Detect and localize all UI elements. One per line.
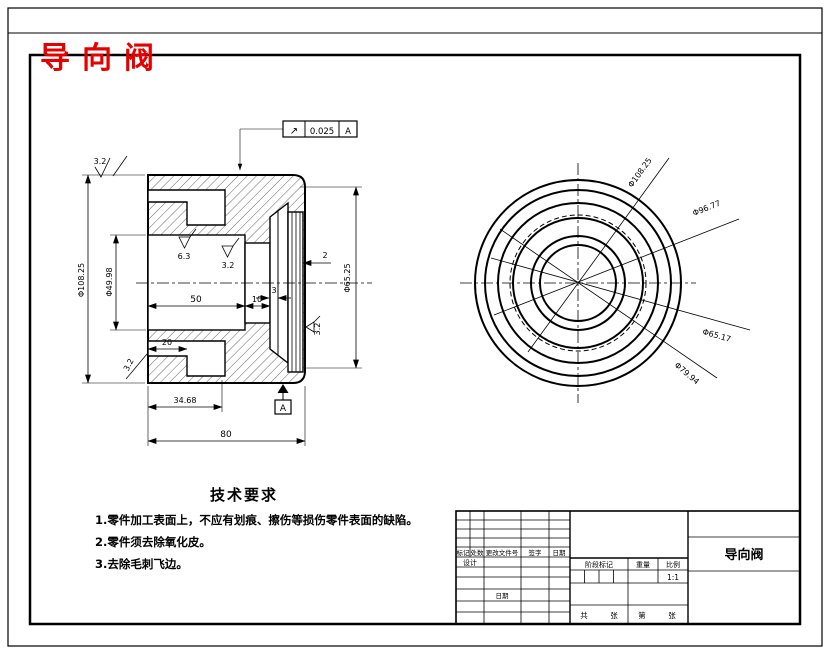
- roughness-slash-icon: [112, 155, 128, 177]
- leader-d1: [527, 157, 670, 353]
- roughness-tail-icon: [189, 228, 197, 238]
- roughness-triangle-icon: [221, 245, 234, 258]
- dim-bore-dia: Φ49.98: [105, 267, 114, 296]
- roughness-triangle-icon: [178, 236, 191, 249]
- outer-border: [7, 7, 823, 647]
- circle-dia-label-2: Φ96.77: [691, 199, 721, 218]
- roughness-check-icon: [94, 157, 111, 178]
- datum-box: [274, 399, 292, 415]
- plate-region: [287, 211, 304, 373]
- section-view: Φ108.25 Φ49.98 Φ65.25 50 10 3 2 20 34.68…: [77, 120, 372, 446]
- roughness-tail-icon: [232, 237, 240, 247]
- roughness-right-face: 3.2: [305, 315, 322, 336]
- scale-value: 1:1: [667, 573, 679, 582]
- circular-view: Φ108.25 Φ96.77 Φ65.17 Φ79.94: [460, 156, 751, 403]
- inner-frame: [28, 53, 802, 626]
- col-date-label: 日期: [553, 549, 567, 557]
- dimension-labels: Φ108.25 Φ49.98 Φ65.25 50 10 3 2 20 34.68…: [77, 251, 352, 440]
- roughness-marks: 3.2 6.3 3.2 3.2 3.2: [94, 155, 322, 380]
- tolerance-frame: ↗ 0.025 A: [237, 120, 358, 171]
- leader-d2: [493, 218, 740, 316]
- dim-50: 50: [190, 295, 202, 305]
- dim-20: 20: [162, 338, 172, 347]
- col-signature-label: 签字: [529, 548, 543, 557]
- roughness-value: 3.2: [313, 323, 322, 336]
- title-block: 标记 处数 更改文件号 签字 日期 设计 日期 阶段标记 重量 比例 1:1 共…: [455, 510, 801, 625]
- dimension-lines: [85, 174, 359, 444]
- part-name: 导向阀: [724, 547, 763, 563]
- roughness-value: 3.2: [222, 261, 235, 270]
- roughness-top-left: 3.2: [94, 155, 128, 178]
- tech-requirement-item-1: 1.零件加工表面上，不应有划痕、擦伤等损伤零件表面的缺陷。: [95, 513, 418, 527]
- runout-symbol-icon: ↗: [290, 126, 298, 137]
- tech-requirement-item-2: 2.零件须去除氧化皮。: [95, 535, 211, 549]
- weight-label: 重量: [636, 561, 650, 569]
- dim-right-dia: Φ65.25: [343, 263, 352, 292]
- roughness-value: 6.3: [178, 252, 191, 261]
- date-label: 日期: [496, 592, 510, 600]
- sheet-unit-a-label: 张: [610, 611, 618, 620]
- tech-requirements: 技术要求 1.零件加工表面上，不应有划痕、擦伤等损伤零件表面的缺陷。 2.零件须…: [95, 486, 418, 571]
- roughness-bore-step: 3.2: [221, 237, 240, 270]
- center-bore-cutout: [147, 234, 246, 331]
- dim-10: 10: [252, 295, 262, 304]
- tech-requirement-item-3: 3.去除毛刺飞边。: [95, 557, 188, 571]
- roughness-slash-icon: [125, 353, 148, 380]
- datum-triangle-icon: [277, 384, 289, 393]
- datum-label: A: [280, 404, 287, 414]
- dim-3: 3: [271, 286, 276, 295]
- dim-80: 80: [220, 430, 232, 440]
- roughness-triangle-icon: [305, 321, 315, 333]
- sheet-no-label: 第: [638, 610, 646, 620]
- dim-34-68: 34.68: [174, 396, 197, 405]
- upper-slot-cutout: [147, 189, 226, 226]
- col-mark-label: 标记: [457, 548, 471, 557]
- dim-2: 2: [322, 251, 327, 260]
- sheet-unit-b-label: 张: [668, 611, 676, 620]
- circle-dia-label-3: Φ65.17: [701, 327, 732, 344]
- roughness-tail-icon: [313, 315, 321, 323]
- col-count-label: 处数: [471, 548, 485, 557]
- design-label: 设计: [463, 558, 477, 567]
- dim-outer-dia: Φ108.25: [77, 263, 86, 297]
- stage-mark-label: 阶段标记: [585, 560, 613, 569]
- roughness-value: 3.2: [94, 157, 107, 166]
- scale-label: 比例: [666, 560, 680, 569]
- col-change-file-label: 更改文件号: [486, 548, 519, 557]
- red-part-title: 导向阀: [40, 41, 166, 76]
- roughness-slot-lower: 3.2: [122, 353, 148, 380]
- datum-symbol: A: [274, 384, 292, 415]
- tolerance-value: 0.025: [310, 127, 334, 137]
- tolerance-datum-ref: A: [345, 127, 351, 137]
- roughness-bore-upper: 6.3: [178, 228, 197, 261]
- sheet-frame: [7, 7, 823, 647]
- leader-d3: [490, 257, 751, 331]
- tech-requirements-heading: 技术要求: [210, 486, 278, 504]
- sheet-total-label: 共: [580, 611, 588, 620]
- leader-d4: [499, 228, 718, 379]
